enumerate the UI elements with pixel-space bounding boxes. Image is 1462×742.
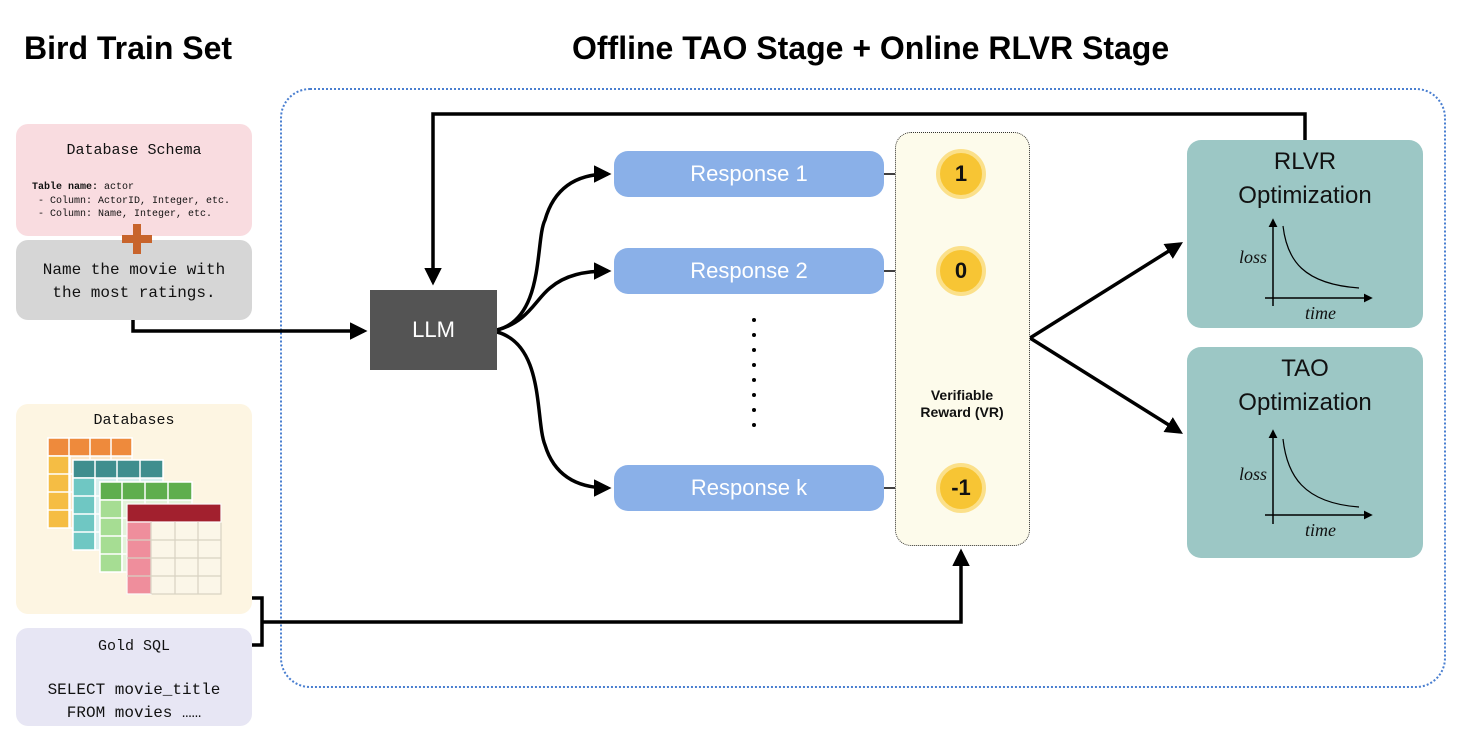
databases-heading: Databases	[93, 412, 175, 429]
tao-optimization-box: TAO Optimization loss time	[1187, 347, 1423, 558]
gold-to-verifier-arrow	[246, 552, 961, 647]
reward-coin-1: 1	[936, 149, 986, 199]
databases-card: Databases	[16, 404, 252, 614]
rlvr-curve	[1282, 225, 1360, 289]
verifier-to-rlvr-arrow	[1029, 242, 1183, 340]
response-2-box: Response 2	[614, 248, 884, 294]
schema-column-1: - Column: ActorID, Integer, etc.	[38, 196, 231, 207]
rlvr-title: RLVR Optimization	[1187, 145, 1423, 213]
tao-title: TAO Optimization	[1187, 352, 1423, 420]
gold-sql-line-1: SELECT movie_title	[47, 681, 221, 699]
rlvr-title-line-2: Optimization	[1238, 182, 1372, 209]
feedback-loop-arrow	[424, 112, 1307, 286]
response-2-label: Response 2	[690, 258, 808, 283]
rlvr-optimization-box: RLVR Optimization loss time	[1187, 140, 1423, 328]
schema-table-label: Table name:	[32, 182, 99, 193]
rlvr-x-label: time	[1305, 303, 1336, 323]
stage-container	[280, 88, 1446, 688]
database-tables-icon	[47, 437, 222, 595]
database-schema-card: Database Schema Table name: actor - Colu…	[16, 124, 252, 236]
question-line-1: Name the movie with	[42, 261, 226, 279]
rlvr-title-line-1: RLVR	[1273, 148, 1337, 175]
verifier-label: Verifiable Reward (VR)	[896, 387, 1028, 421]
tao-title-line-2: Optimization	[1238, 389, 1372, 416]
tao-y-label: loss	[1239, 464, 1268, 484]
ellipsis-dots	[752, 318, 756, 427]
reward-value-k: -1	[951, 475, 971, 500]
verifier-to-tao-arrow	[1029, 336, 1183, 434]
llm-box: LLM	[370, 290, 497, 370]
table-red	[126, 503, 222, 595]
stage-title: Offline TAO Stage + Online RLVR Stage	[572, 30, 1170, 66]
tao-title-line-1: TAO	[1281, 355, 1329, 382]
reward-value-2: 0	[954, 258, 968, 283]
response-k-box: Response k	[614, 465, 884, 511]
rlvr-loss-curve	[1265, 218, 1373, 306]
train-set-title: Bird Train Set	[24, 30, 233, 66]
verifier-label-line-2: Reward (VR)	[920, 404, 1004, 420]
gold-sql-heading: Gold SQL	[97, 638, 170, 655]
schema-heading: Database Schema	[66, 142, 202, 159]
question-card: Name the movie with the most ratings.	[16, 240, 252, 320]
question-to-llm-arrow	[131, 318, 368, 340]
rlvr-y-label: loss	[1239, 247, 1268, 267]
llm-to-response-2-arrow	[496, 262, 612, 332]
response-k-label: Response k	[690, 475, 808, 500]
llm-to-response-1-arrow	[496, 165, 612, 332]
question-line-2: the most ratings.	[52, 284, 216, 302]
llm-label: LLM	[412, 317, 455, 342]
reward-coin-2: 0	[936, 246, 986, 296]
schema-table-value: actor	[98, 182, 135, 193]
plus-icon	[122, 224, 152, 254]
reward-coin-k: -1	[936, 463, 986, 513]
gold-sql-card: Gold SQL SELECT movie_title FROM movies …	[16, 628, 252, 726]
schema-column-2: - Column: Name, Integer, etc.	[38, 209, 213, 220]
gold-sql-line-2: FROM movies ……	[66, 704, 202, 722]
tao-loss-curve	[1265, 429, 1373, 524]
llm-to-response-k-arrow	[496, 330, 612, 497]
reward-value-1: 1	[954, 161, 968, 186]
response-1-box: Response 1	[614, 151, 884, 197]
schema-table-line: Table name: actor	[32, 182, 134, 193]
tao-curve	[1282, 438, 1360, 508]
tao-x-label: time	[1305, 520, 1336, 540]
verifier-label-line-1: Verifiable	[930, 387, 994, 403]
response-1-label: Response 1	[690, 161, 808, 186]
